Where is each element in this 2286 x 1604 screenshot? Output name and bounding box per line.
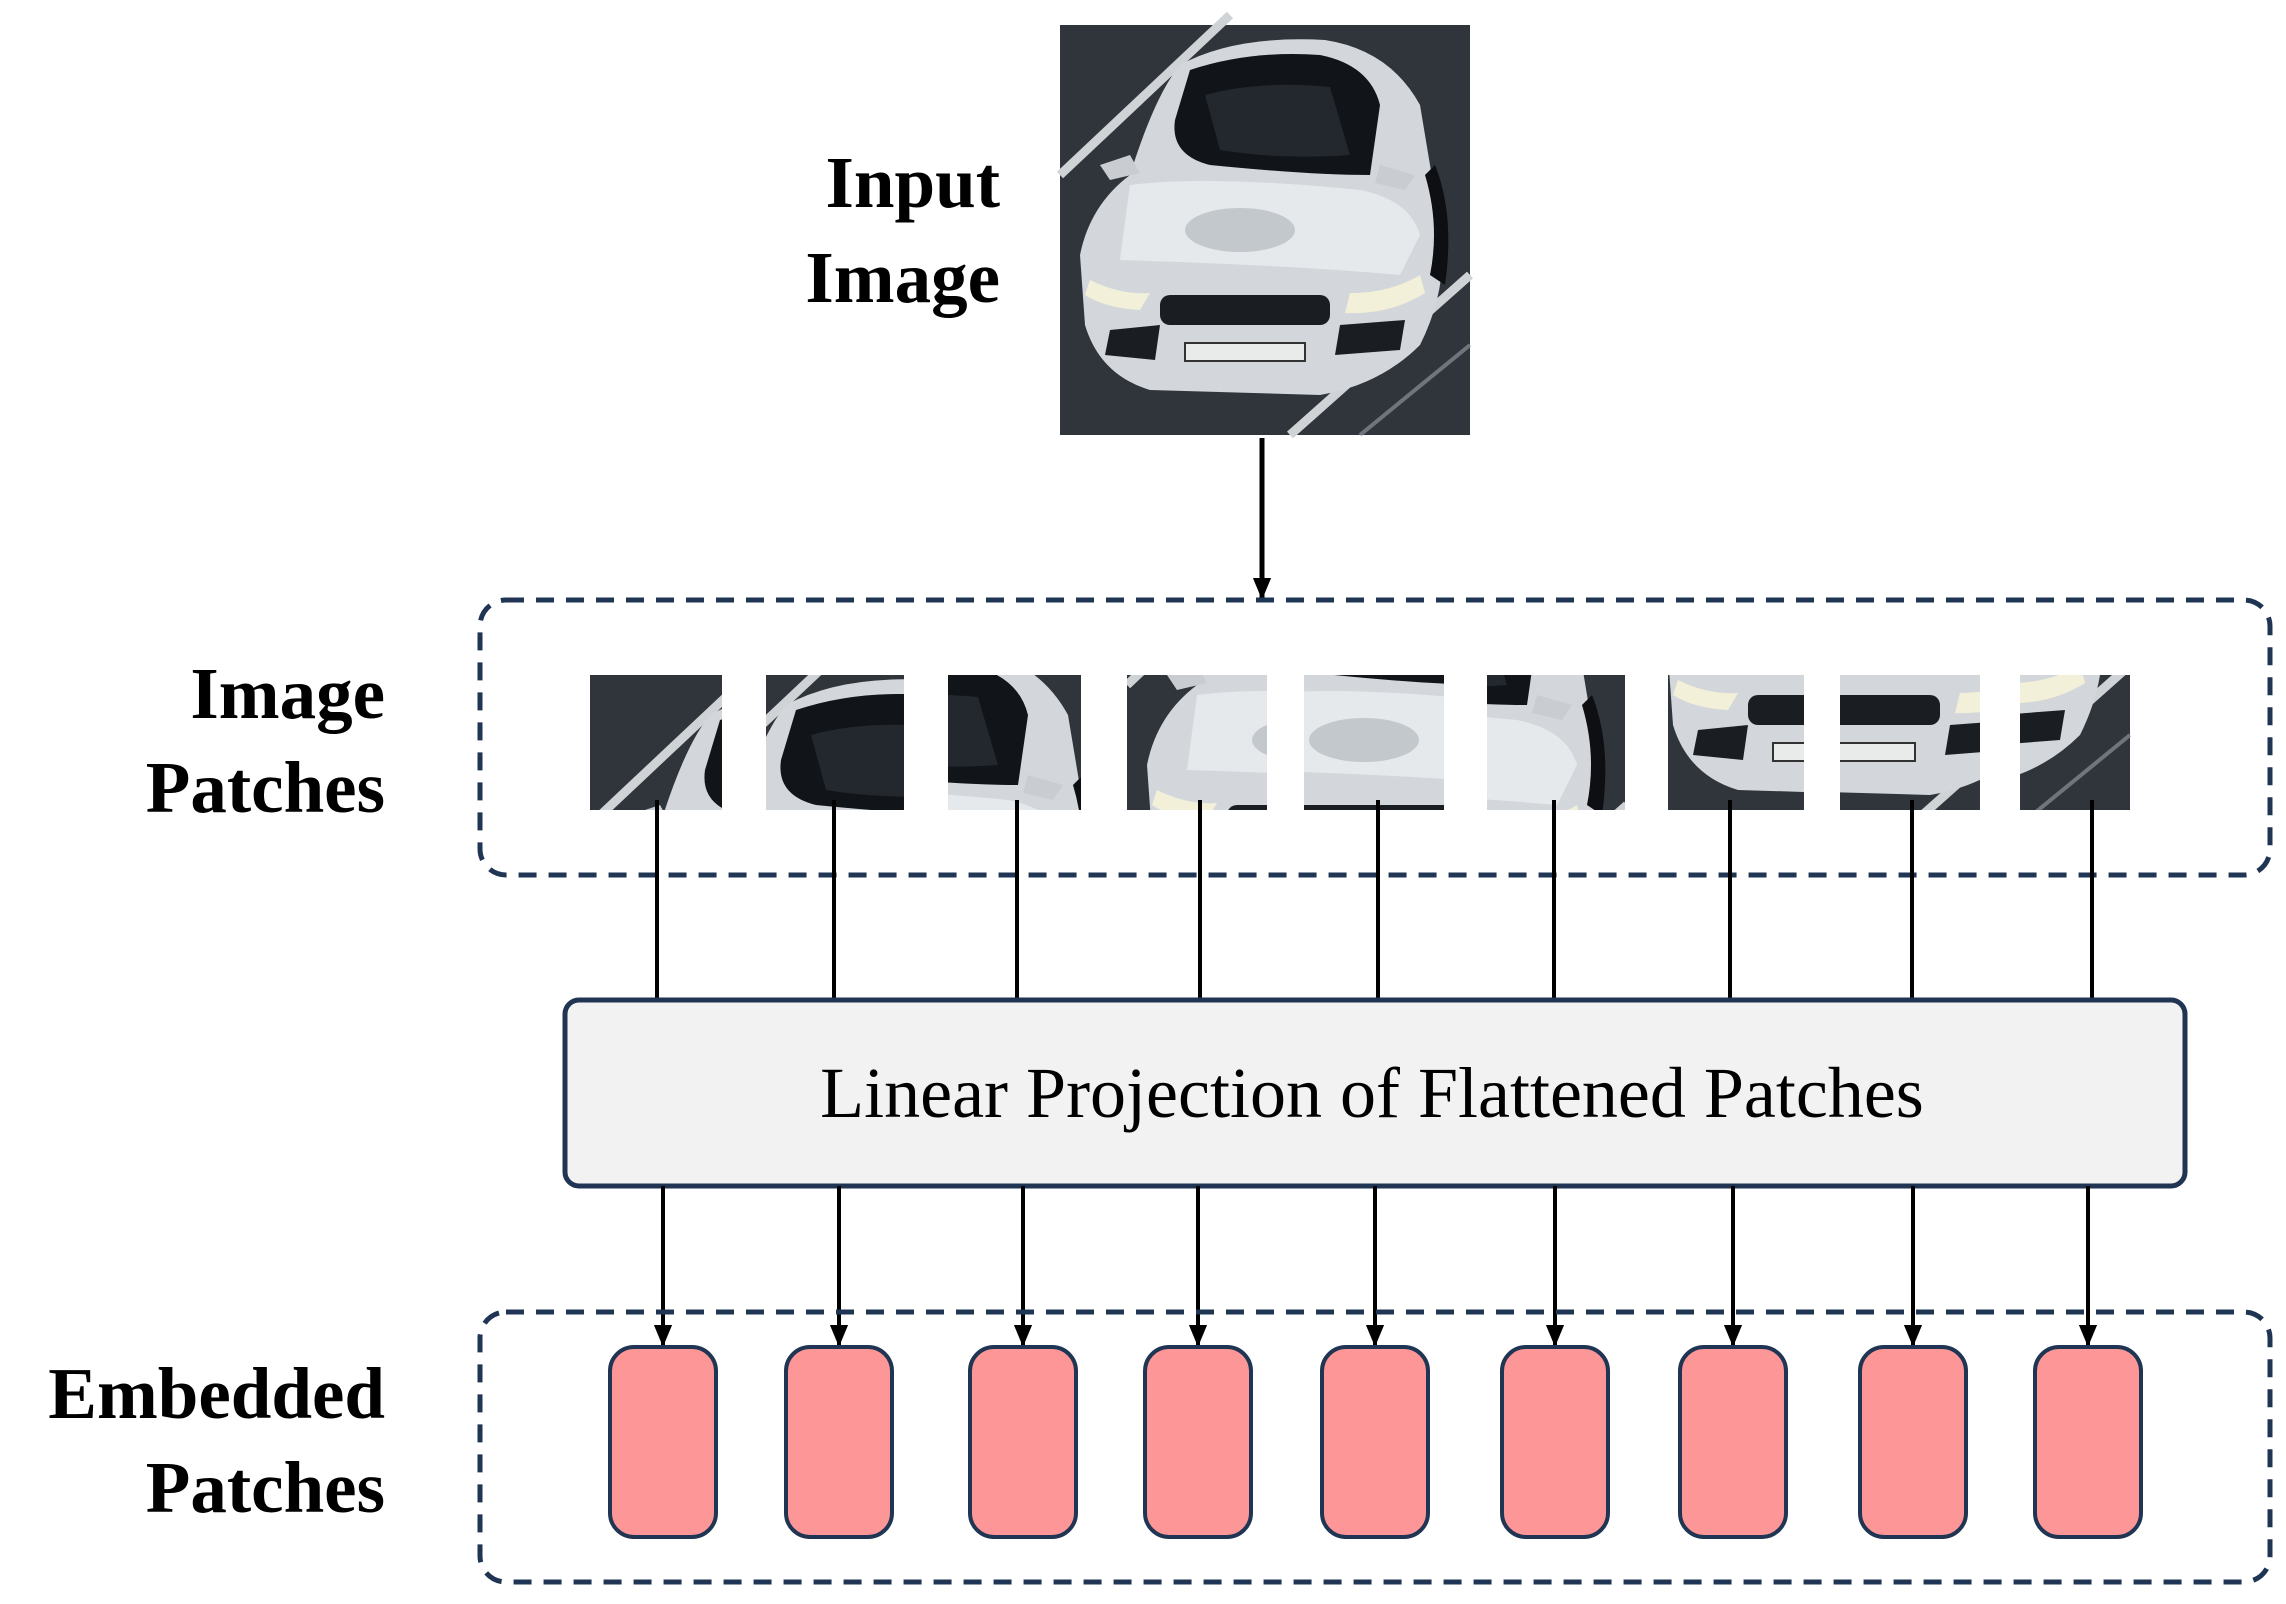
embedded-patches-label: Embedded Patches [48, 1353, 385, 1528]
linear-projection-label: Linear Projection of Flattened Patches [820, 1053, 1924, 1133]
embedded-patch-token [1143, 1345, 1253, 1539]
embedded-patches-label-line1: Embedded [48, 1353, 385, 1434]
image-patches-label-line2: Patches [146, 747, 385, 828]
embedded-patch-token [1678, 1345, 1788, 1539]
embedded-row [608, 1345, 2143, 1539]
embedded-patch-token [968, 1345, 1078, 1539]
car-photo-icon [1060, 15, 1470, 435]
patch-connectors [655, 800, 2094, 1000]
image-patches-label-line1: Image [190, 653, 385, 734]
embedded-patch-token [784, 1345, 894, 1539]
embedded-patch-token [2033, 1345, 2143, 1539]
image-patches-label: Image Patches [146, 653, 385, 828]
embedded-patches-label-line2: Patches [146, 1447, 385, 1528]
patch-row [590, 405, 2130, 1085]
image-patches-container [477, 597, 2273, 878]
embedded-patch-token [1858, 1345, 1968, 1539]
input-image-label-line2: Image [805, 237, 1000, 318]
embedded-patch-token [1320, 1345, 1430, 1539]
embedding-arrows [653, 1186, 2098, 1347]
embedded-patch-token [608, 1345, 718, 1539]
embedded-patch-token [1500, 1345, 1610, 1539]
input-image-label-line1: Input [825, 142, 1000, 223]
input-image-label: Input Image [805, 142, 1000, 318]
